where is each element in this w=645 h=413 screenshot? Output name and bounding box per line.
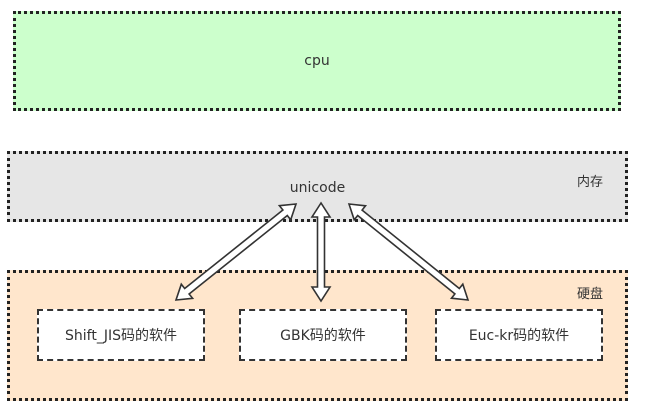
gbk-software-label: GBK码的软件: [280, 328, 366, 344]
gbk-software-box: GBK码的软件: [239, 309, 407, 361]
euc-kr-software-box: Euc-kr码的软件: [435, 309, 603, 361]
shift-jis-software-label: Shift_JIS码的软件: [65, 328, 177, 344]
memory-label: 内存: [576, 175, 603, 190]
unicode-label: unicode: [289, 180, 346, 196]
memory-region: unicode 内存: [7, 151, 628, 222]
cpu-label: cpu: [304, 53, 330, 69]
euc-kr-software-label: Euc-kr码的软件: [468, 328, 570, 344]
cpu-region: cpu: [13, 11, 621, 111]
shift-jis-software-box: Shift_JIS码的软件: [37, 309, 205, 361]
disk-label: 硬盘: [576, 287, 603, 302]
